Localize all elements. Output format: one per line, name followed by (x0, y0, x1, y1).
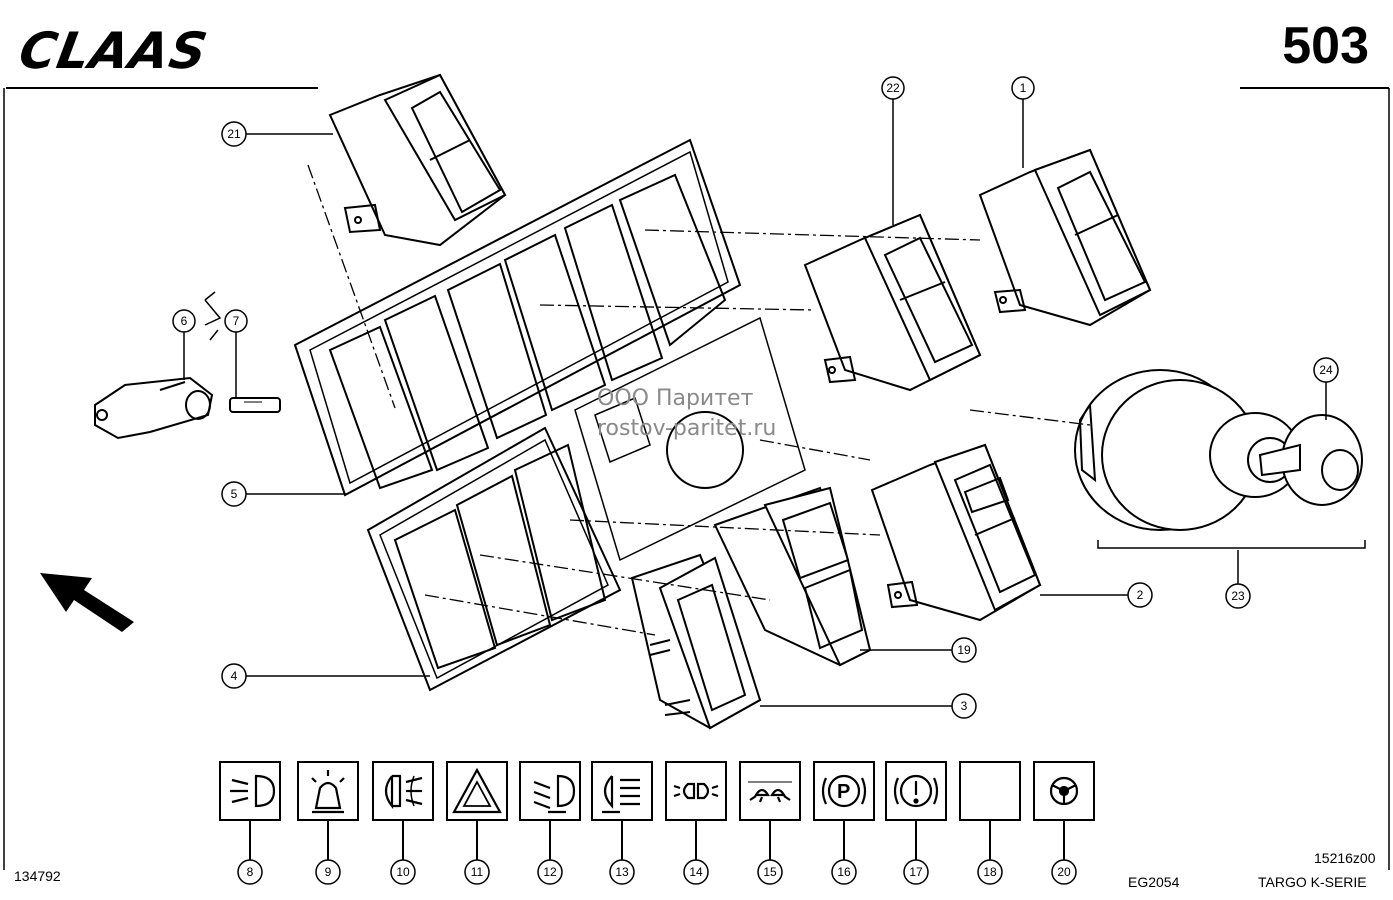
callout-14: 14 (683, 859, 709, 885)
callout-5: 5 (221, 481, 247, 507)
fog-light-icon (384, 774, 423, 810)
callout-16: 16 (831, 859, 857, 885)
svg-text:10: 10 (396, 865, 410, 879)
ignition-switch-23 (1074, 369, 1301, 531)
parking-brake-icon: P (821, 774, 867, 808)
cover-plate (574, 316, 806, 562)
callout-7: 7 (224, 309, 248, 333)
svg-text:12: 12 (543, 865, 557, 879)
callout-15: 15 (757, 859, 783, 885)
callout-3: 3 (951, 693, 977, 719)
watermark: ООО Паритет rostov-paritet.ru (597, 384, 776, 444)
svg-text:6: 6 (181, 314, 188, 328)
callout-8: 8 (237, 859, 263, 885)
callout-21: 21 (221, 121, 247, 147)
svg-text:9: 9 (325, 865, 332, 879)
svg-text:4: 4 (231, 669, 238, 683)
svg-text:1: 1 (1020, 81, 1027, 95)
svg-text:11: 11 (471, 865, 484, 879)
footer-series: TARGO K-SERIE (1258, 874, 1367, 890)
callout-2: 2 (1127, 582, 1153, 608)
page-number: 503 (1282, 17, 1369, 75)
svg-text:19: 19 (957, 643, 971, 657)
footer-left-code: 134792 (14, 868, 61, 884)
work-lights-icon (748, 781, 792, 803)
direction-arrow (40, 573, 134, 632)
rocker-switch-1 (978, 148, 1152, 327)
key-24 (1258, 414, 1363, 506)
svg-text:7: 7 (233, 314, 240, 328)
svg-text:24: 24 (1319, 363, 1333, 377)
callout-19: 19 (951, 637, 977, 663)
svg-text:15: 15 (763, 865, 777, 879)
rocker-switch-21 (328, 73, 507, 247)
svg-text:17: 17 (909, 865, 923, 879)
bulb-7 (229, 397, 281, 413)
callout-10: 10 (390, 859, 416, 885)
svg-text:18: 18 (983, 865, 997, 879)
callout-4: 4 (221, 663, 247, 689)
watermark-url: rostov-paritet.ru (597, 416, 777, 441)
callout-9: 9 (315, 859, 341, 885)
switch-panel-5 (293, 138, 742, 497)
svg-text:8: 8 (247, 865, 254, 879)
blank-switch-3 (630, 553, 762, 730)
svg-text:3: 3 (961, 699, 968, 713)
svg-text:23: 23 (1231, 589, 1245, 603)
switch-panel-4 (366, 426, 622, 692)
callout-20: 20 (1051, 859, 1077, 885)
callout-11: 11 (464, 859, 490, 885)
callout-18: 18 (977, 859, 1003, 885)
footer-center-code: EG2054 (1128, 874, 1180, 890)
symbol-legend (219, 761, 1095, 860)
callout-1: 1 (1011, 76, 1035, 100)
hazard-icon (452, 767, 502, 814)
rocker-switch-22 (803, 213, 982, 392)
callout-22: 22 (881, 76, 905, 100)
svg-text:13: 13 (615, 865, 629, 879)
rocker-switch-2 (870, 443, 1042, 622)
callout-17: 17 (903, 859, 929, 885)
callout-13: 13 (609, 859, 635, 885)
svg-text:P: P (837, 781, 850, 803)
callout-6: 6 (172, 309, 196, 333)
footer-right-code: 15216z00 (1314, 850, 1376, 866)
low-beam-icon (533, 774, 576, 814)
beacon-icon (311, 770, 345, 814)
svg-text:5: 5 (231, 487, 238, 501)
steering-icon (1049, 776, 1079, 806)
bulb-holder-6 (94, 376, 214, 440)
parking-light-icon (673, 782, 719, 800)
callout-24: 24 (1313, 357, 1339, 383)
callout-23: 23 (1225, 583, 1251, 609)
headlight-icon (230, 774, 276, 808)
rear-fog-icon (602, 775, 640, 814)
svg-text:16: 16 (837, 865, 851, 879)
svg-text:2: 2 (1137, 588, 1144, 602)
brake-warning-icon (893, 774, 939, 808)
watermark-company: ООО Паритет (597, 386, 754, 411)
svg-text:20: 20 (1057, 865, 1071, 879)
callout-12: 12 (537, 859, 563, 885)
assembly-leaders (307, 164, 1091, 636)
svg-text:22: 22 (886, 81, 900, 95)
svg-text:14: 14 (689, 865, 703, 879)
svg-text:21: 21 (227, 127, 241, 141)
